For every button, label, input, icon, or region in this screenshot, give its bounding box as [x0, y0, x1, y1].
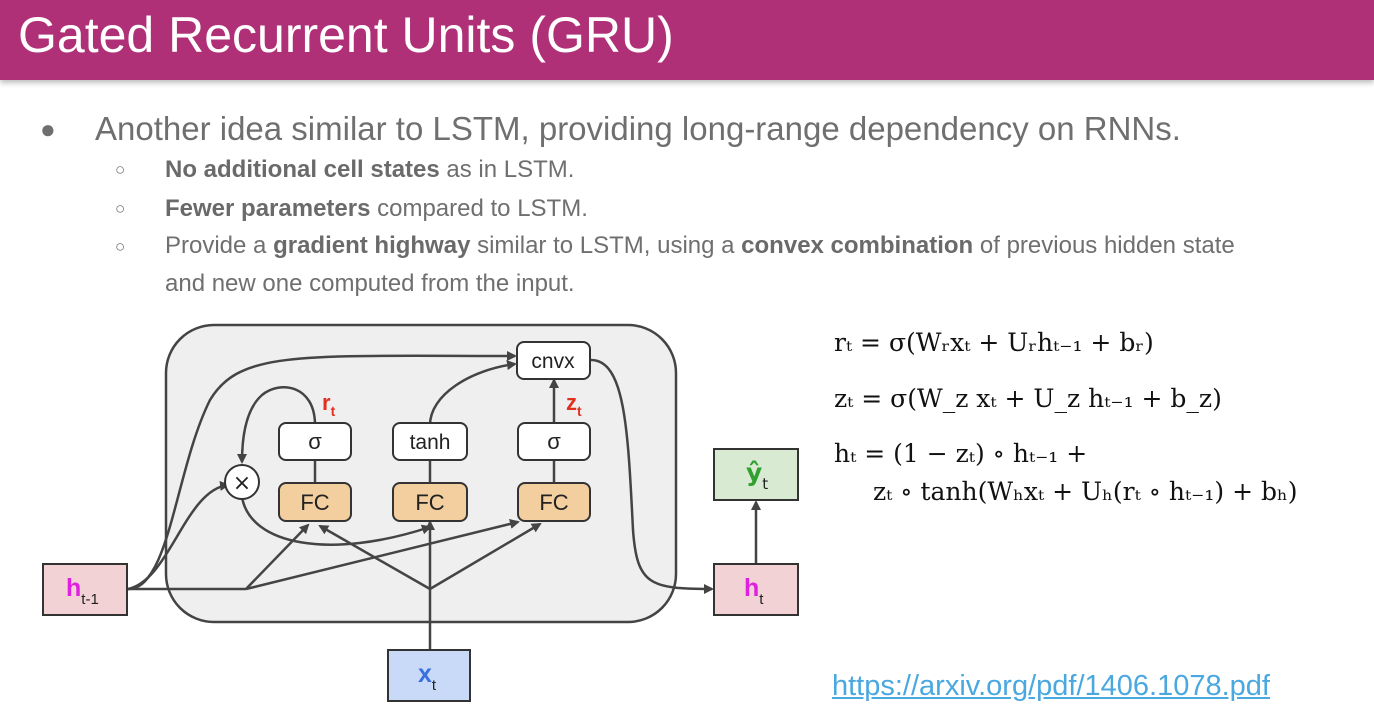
multiply-symbol: × — [233, 471, 251, 496]
h-t-label: ht — [744, 574, 764, 608]
sub-bullet-2: Fewer parameters compared to LSTM. — [165, 195, 588, 223]
x-to-fc1 — [318, 524, 431, 591]
x-to-fc3 — [429, 522, 542, 591]
fc-label-3: FC — [539, 490, 568, 515]
fc-label-1: FC — [300, 490, 329, 515]
fc-box-1 — [278, 482, 352, 522]
sigma-r-box — [278, 422, 352, 461]
sub-bullet-3: Provide a gradient highway similar to LS… — [165, 232, 1235, 260]
sub2-rest: compared to LSTM. — [370, 195, 588, 222]
h-t-box — [713, 563, 799, 616]
sub3-text-a: Provide a — [165, 232, 274, 259]
sub1-rest: as in LSTM. — [439, 156, 575, 183]
multiply-node — [224, 464, 260, 500]
bullet-dot: ● — [40, 114, 56, 144]
hprev-to-cnvx-line — [127, 350, 517, 591]
y-hat-label: ŷt — [746, 458, 768, 493]
cnvx-label: cnvx — [531, 350, 575, 373]
fc-box-2 — [392, 482, 468, 522]
sub3-text-d: of previous hidden state — [973, 232, 1235, 259]
sigma-z-label: σ — [547, 429, 561, 454]
r-t-label: rt — [322, 390, 336, 419]
main-bullet: Another idea similar to LSTM, providing … — [95, 110, 1181, 147]
sigma-z-box — [517, 422, 591, 461]
arxiv-link[interactable]: https://arxiv.org/pdf/1406.1078.pdf — [832, 670, 1270, 702]
x-t-label: xt — [418, 660, 437, 694]
hprev-to-fc3 — [245, 519, 520, 591]
sub-bullet-marker: ○ — [115, 199, 126, 218]
times-to-fc2 — [240, 496, 432, 546]
fc-box-3 — [517, 482, 591, 522]
sub2-bold: Fewer parameters — [165, 195, 371, 222]
y-hat-box — [713, 448, 799, 501]
x-t-box — [387, 649, 471, 702]
gru-cell-box — [164, 323, 678, 624]
r-to-times — [237, 386, 317, 464]
equation-z: zₜ = σ(W_z xₜ + U_z hₜ₋₁ + b_z) — [834, 384, 1222, 413]
sub-bullet-marker: ○ — [115, 237, 126, 256]
sigma-r-label: σ — [308, 429, 322, 454]
z-t-label: zt — [566, 390, 582, 419]
cnvx-to-ht — [590, 358, 714, 594]
sub3-bold-2: convex combination — [741, 232, 974, 259]
tanh-box — [392, 422, 468, 461]
sub1-bold: No additional cell states — [165, 156, 440, 183]
h-prev-label: ht-1 — [66, 574, 99, 608]
fc-label-2: FC — [415, 490, 444, 515]
sub-bullet-1: No additional cell states as in LSTM. — [165, 156, 574, 184]
hprev-to-times-line — [127, 480, 230, 591]
title-bar: Gated Recurrent Units (GRU) — [0, 0, 1374, 80]
sub3-text-c: similar to LSTM, using a — [470, 232, 742, 259]
equation-h-line1: hₜ = (1 − zₜ) ∘ hₜ₋₁ + — [834, 439, 1088, 468]
slide-title: Gated Recurrent Units (GRU) — [18, 7, 674, 63]
h-prev-box — [42, 563, 128, 616]
sub-bullet-3-line2: and new one computed from the input. — [165, 270, 575, 297]
cnvx-box — [516, 341, 591, 380]
tanh-label: tanh — [410, 431, 451, 454]
sub3-bold-1: gradient highway — [273, 232, 471, 259]
hprev-to-fc1 — [245, 523, 310, 590]
sub-bullet-marker: ○ — [115, 160, 126, 179]
equation-h-line2: zₜ ∘ tanh(Wₕxₜ + Uₕ(rₜ ∘ hₜ₋₁) + bₕ) — [873, 477, 1298, 506]
equation-r: rₜ = σ(Wᵣxₜ + Uᵣhₜ₋₁ + bᵣ) — [834, 328, 1154, 357]
tanh-to-cnvx — [428, 360, 517, 426]
